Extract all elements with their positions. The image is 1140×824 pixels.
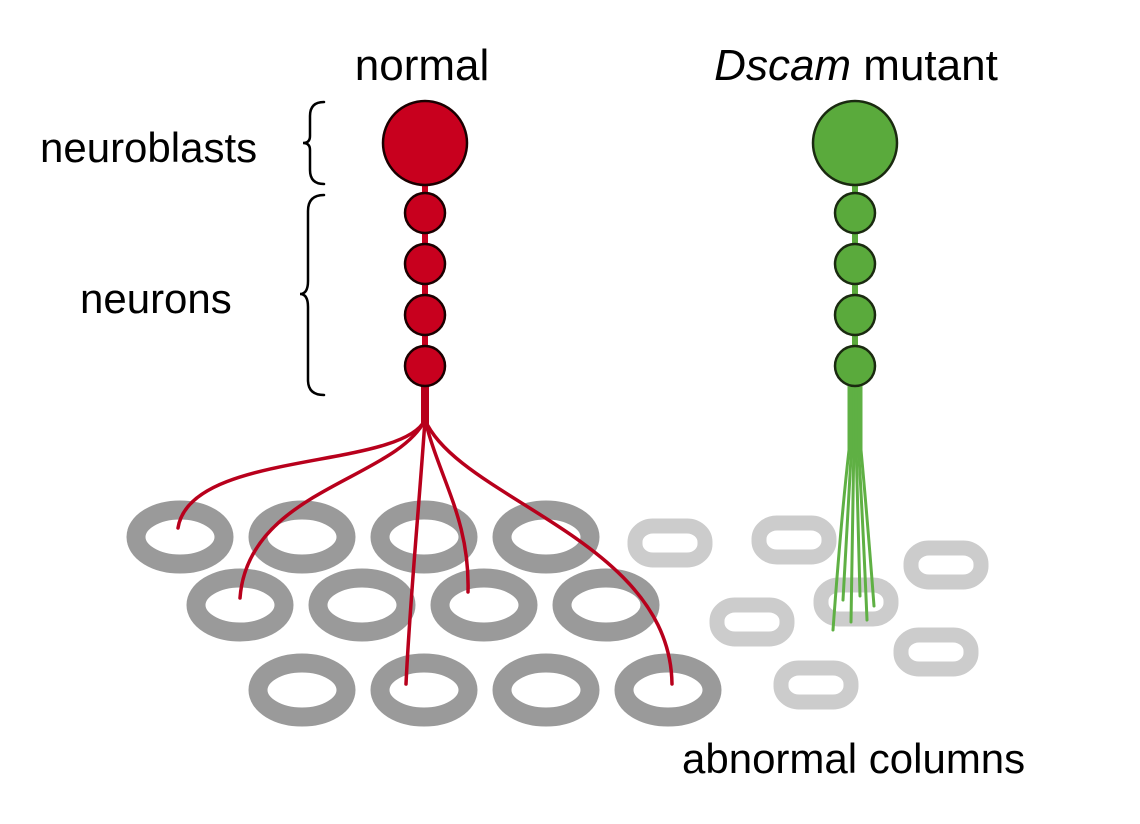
normal-column-ring-icon [430, 568, 538, 642]
normal-column-ring-icon [248, 653, 356, 727]
neurons-label: neurons [80, 275, 232, 322]
abnormal-column-ring-icon [893, 627, 979, 677]
normal-neuron-circle-icon [403, 191, 447, 235]
normal-neuroblast-circle-icon [381, 99, 469, 187]
normal-column-ring-icon [186, 568, 294, 642]
mutant-title-gene: Dscam [714, 41, 851, 90]
normal-axon [176, 418, 427, 530]
neuroblasts-label: neuroblasts [40, 124, 257, 171]
abnormal-column-ring-icon [627, 518, 713, 568]
mutant-title-rest: mutant [851, 41, 998, 90]
normal-column-ring-icon [248, 500, 356, 574]
mutant-neuroblast-circle-icon [811, 99, 899, 187]
mutant-title: Dscam mutant [714, 41, 998, 90]
normal-column-ring-icon [370, 500, 478, 574]
normal-column-ring-icon [308, 568, 416, 642]
normal-column-ring-icon [126, 500, 234, 574]
normal-neuron-circle-icon [403, 293, 447, 337]
normal-axon [423, 418, 470, 594]
abnormal-column-ring-icon [813, 577, 899, 627]
mutant-axon [841, 383, 853, 602]
normal-axon [238, 418, 427, 600]
neuroblasts-bracket-icon [302, 100, 326, 186]
mutant-axon [859, 383, 876, 608]
abnormal-columns-label: abnormal columns [682, 735, 1025, 782]
neurons-bracket-icon [299, 193, 326, 397]
axons-layer [176, 383, 876, 686]
normal-column-ring-icon [552, 568, 660, 642]
mutant-axon [831, 383, 851, 632]
abnormal-column-ring-icon [751, 515, 837, 565]
mutant-neuron-circle-icon [833, 242, 877, 286]
abnormal-column-ring-icon [709, 597, 795, 647]
mutant-axon [857, 383, 869, 622]
normal-axon-bundle [421, 385, 429, 425]
mutant-axon [849, 383, 856, 624]
normal-axon [404, 418, 427, 686]
normal-column-ring-icon [492, 500, 600, 574]
abnormal-column-ring-icon [903, 540, 989, 590]
normal-column-ring-icon [370, 653, 478, 727]
normal-title: normal [355, 41, 490, 90]
normal-neuron-circle-icon [403, 344, 447, 388]
normal-neuron-circle-icon [403, 242, 447, 286]
abnormal-column-ring-icon [773, 660, 859, 710]
mutant-neuron-circle-icon [833, 293, 877, 337]
columns-layer [126, 500, 989, 727]
normal-column-ring-icon [492, 653, 600, 727]
normal-column-ring-icon [614, 653, 722, 727]
mutant-neuron-circle-icon [833, 344, 877, 388]
cells-layer [381, 99, 899, 388]
normal-axon [423, 418, 674, 686]
mutant-axon [854, 383, 862, 598]
mutant-neuron-circle-icon [833, 191, 877, 235]
